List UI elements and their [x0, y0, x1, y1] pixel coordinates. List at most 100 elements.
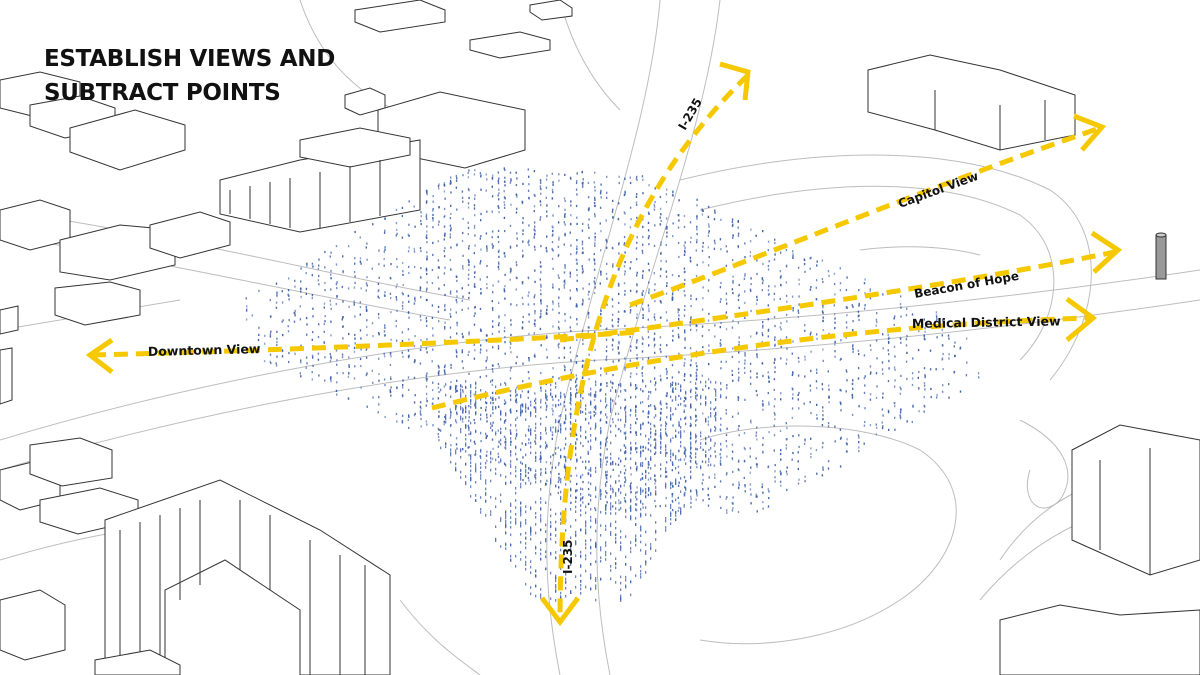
point — [750, 421, 752, 424]
point — [803, 402, 805, 405]
point — [620, 485, 622, 488]
point — [671, 399, 674, 402]
point — [546, 356, 548, 359]
point — [610, 484, 612, 488]
point — [311, 378, 313, 381]
point — [510, 543, 512, 547]
point — [323, 322, 325, 326]
point — [515, 520, 517, 524]
point — [635, 177, 638, 181]
point — [625, 535, 627, 538]
point — [540, 271, 542, 274]
point — [690, 297, 692, 300]
point — [840, 357, 842, 360]
point — [552, 230, 554, 233]
point — [731, 259, 734, 262]
point — [685, 462, 687, 465]
point — [635, 304, 638, 307]
point — [875, 372, 878, 375]
point — [468, 260, 470, 263]
point — [660, 467, 662, 471]
point — [558, 419, 560, 422]
point — [525, 563, 527, 566]
point — [858, 446, 860, 449]
point — [696, 463, 698, 466]
point — [666, 392, 668, 395]
point — [360, 262, 362, 265]
point — [744, 485, 746, 488]
point — [530, 537, 532, 541]
point — [882, 414, 884, 417]
point — [827, 270, 830, 273]
point — [762, 326, 764, 329]
point — [677, 333, 680, 336]
point — [618, 252, 620, 255]
point — [465, 394, 467, 398]
point — [426, 272, 428, 275]
point — [533, 236, 535, 239]
point — [665, 470, 668, 474]
point — [839, 428, 842, 431]
point — [560, 424, 562, 428]
point — [500, 409, 502, 413]
point — [414, 394, 416, 397]
point — [426, 193, 428, 196]
point — [821, 259, 824, 262]
point — [786, 427, 788, 430]
point — [678, 275, 680, 278]
point — [618, 474, 620, 477]
point — [557, 302, 560, 305]
point — [366, 258, 368, 261]
point — [530, 414, 532, 417]
point — [677, 308, 679, 311]
point — [612, 360, 614, 363]
point — [636, 346, 638, 349]
point — [648, 307, 650, 310]
point — [696, 233, 698, 236]
point — [640, 424, 642, 427]
point — [695, 382, 697, 385]
point — [665, 200, 668, 204]
point — [630, 483, 632, 486]
point — [629, 414, 632, 417]
point — [540, 265, 542, 268]
point — [615, 512, 617, 515]
point — [864, 384, 866, 387]
point — [582, 287, 584, 290]
point — [689, 324, 691, 327]
point — [475, 449, 477, 453]
point — [449, 236, 451, 239]
point — [383, 264, 385, 267]
point — [648, 438, 650, 441]
point — [683, 430, 685, 433]
point — [480, 496, 482, 499]
point — [671, 482, 673, 485]
point — [822, 466, 824, 469]
point — [731, 415, 734, 418]
point — [570, 416, 572, 419]
point — [630, 506, 632, 510]
point — [585, 520, 587, 523]
point — [680, 384, 682, 387]
point — [527, 303, 530, 306]
point — [560, 402, 562, 406]
point — [635, 410, 637, 414]
point — [648, 288, 650, 291]
point — [377, 295, 379, 298]
point — [555, 584, 557, 587]
point — [749, 370, 752, 373]
point — [660, 243, 662, 246]
point — [396, 386, 398, 390]
point — [555, 579, 557, 583]
point — [540, 501, 542, 504]
point — [695, 350, 698, 353]
point — [354, 281, 356, 284]
point — [552, 308, 554, 311]
point — [552, 404, 554, 407]
point — [470, 405, 472, 409]
point — [600, 497, 602, 500]
point — [773, 405, 776, 408]
point — [705, 417, 707, 421]
point — [264, 334, 266, 337]
point — [312, 356, 314, 359]
